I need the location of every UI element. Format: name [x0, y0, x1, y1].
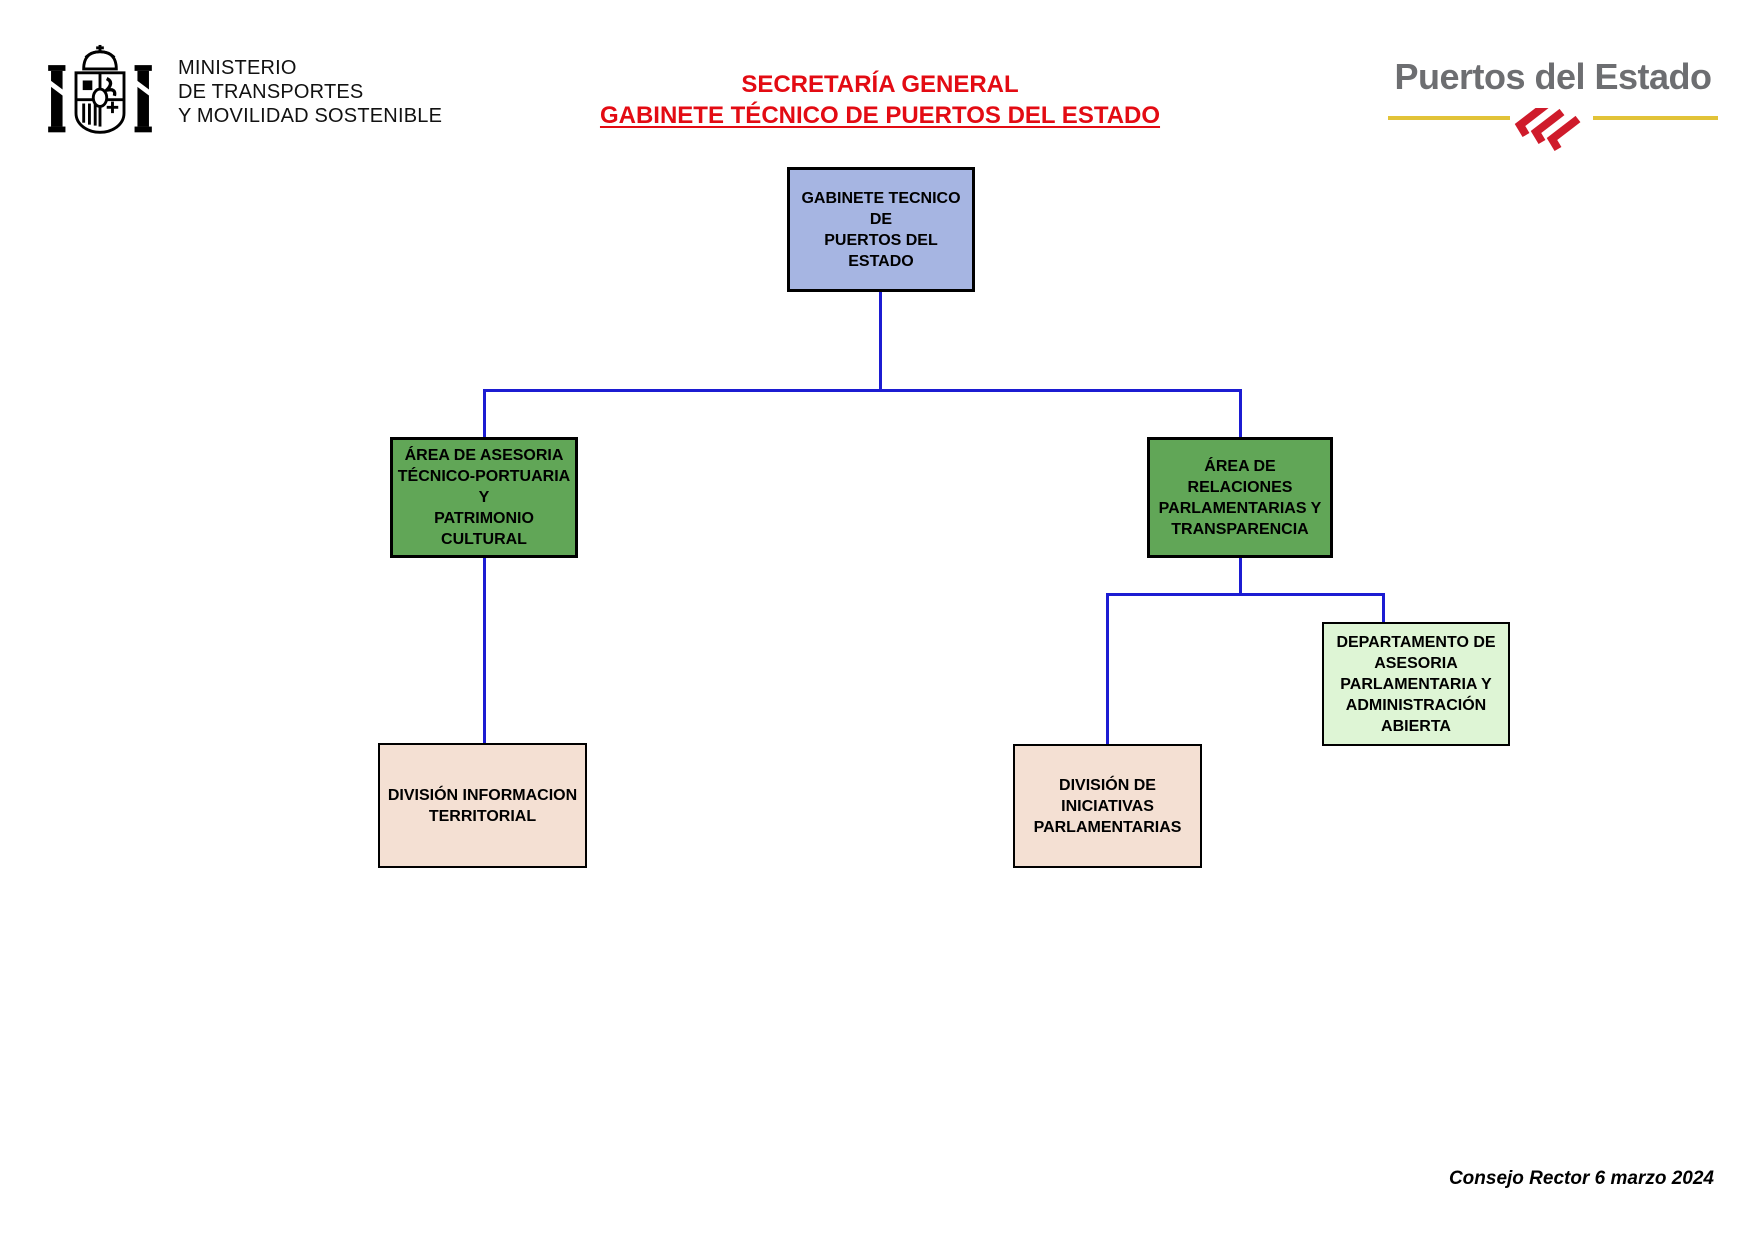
node-area-asesoria-label: ÁREA DE ASESORIA TÉCNICO-PORTUARIA Y PAT… — [397, 447, 571, 548]
node-division-territorial-label: DIVISIÓN INFORMACION TERRITORIAL — [387, 786, 578, 825]
brand-rule — [1388, 108, 1718, 154]
edge-to-departamento — [1382, 593, 1385, 623]
edge-relaciones-down — [1239, 558, 1242, 594]
page-title-line1: SECRETARÍA GENERAL — [741, 71, 1019, 98]
edge-to-division-iniciativas — [1106, 593, 1109, 744]
edge-to-area-relaciones — [1239, 389, 1242, 437]
brand-gold-line-right — [1593, 116, 1718, 120]
ministry-coat-of-arms-icon — [47, 44, 153, 134]
ministry-name-line3: Y MOVILIDAD SOSTENIBLE — [178, 105, 443, 127]
brand-gold-line-left — [1388, 116, 1510, 120]
page-title: SECRETARÍA GENERAL GABINETE TÉCNICO DE P… — [555, 70, 1205, 132]
node-area-relaciones-label: ÁREA DE RELACIONES PARLAMENTARIAS Y TRAN… — [1158, 457, 1322, 538]
footer-caption: Consejo Rector 6 marzo 2024 — [1448, 1168, 1714, 1189]
edge-level2-horizontal — [483, 389, 1242, 392]
ministry-name-line1: MINISTERIO — [178, 57, 297, 79]
edge-to-area-asesoria — [483, 389, 486, 437]
page-title-line2: GABINETE TÉCNICO DE PUERTOS DEL ESTADO — [599, 102, 1161, 129]
ministry-name: MINISTERIO DE TRANSPORTES Y MOVILIDAD SO… — [178, 56, 442, 128]
node-division-iniciativas-label: DIVISIÓN DE INICIATIVAS PARLAMENTARIAS — [1033, 776, 1182, 836]
node-area-asesoria: ÁREA DE ASESORIA TÉCNICO-PORTUARIA Y PAT… — [390, 437, 578, 558]
puertos-del-estado-logo: Puertos del Estado — [1388, 56, 1718, 154]
brand-chevrons-icon — [1514, 108, 1581, 152]
ministry-logo: MINISTERIO DE TRANSPORTES Y MOVILIDAD SO… — [44, 44, 442, 140]
node-division-iniciativas: DIVISIÓN DE INICIATIVAS PARLAMENTARIAS — [1013, 744, 1202, 868]
ministry-name-line2: DE TRANSPORTES — [178, 81, 364, 103]
node-area-relaciones: ÁREA DE RELACIONES PARLAMENTARIAS Y TRAN… — [1147, 437, 1333, 558]
edge-gabinete-down — [879, 292, 882, 390]
edge-level3-horizontal — [1106, 593, 1385, 596]
node-division-territorial: DIVISIÓN INFORMACION TERRITORIAL — [378, 743, 587, 868]
brand-name: Puertos del Estado — [1394, 56, 1712, 97]
node-departamento-asesoria-label: DEPARTAMENTO DE ASESORIA PARLAMENTARIA Y… — [1336, 633, 1496, 735]
node-gabinete-tecnico: GABINETE TECNICO DE PUERTOS DEL ESTADO — [787, 167, 975, 292]
node-departamento-asesoria: DEPARTAMENTO DE ASESORIA PARLAMENTARIA Y… — [1322, 622, 1510, 746]
edge-asesoria-to-division — [483, 558, 486, 743]
node-gabinete-tecnico-label: GABINETE TECNICO DE PUERTOS DEL ESTADO — [801, 189, 961, 270]
